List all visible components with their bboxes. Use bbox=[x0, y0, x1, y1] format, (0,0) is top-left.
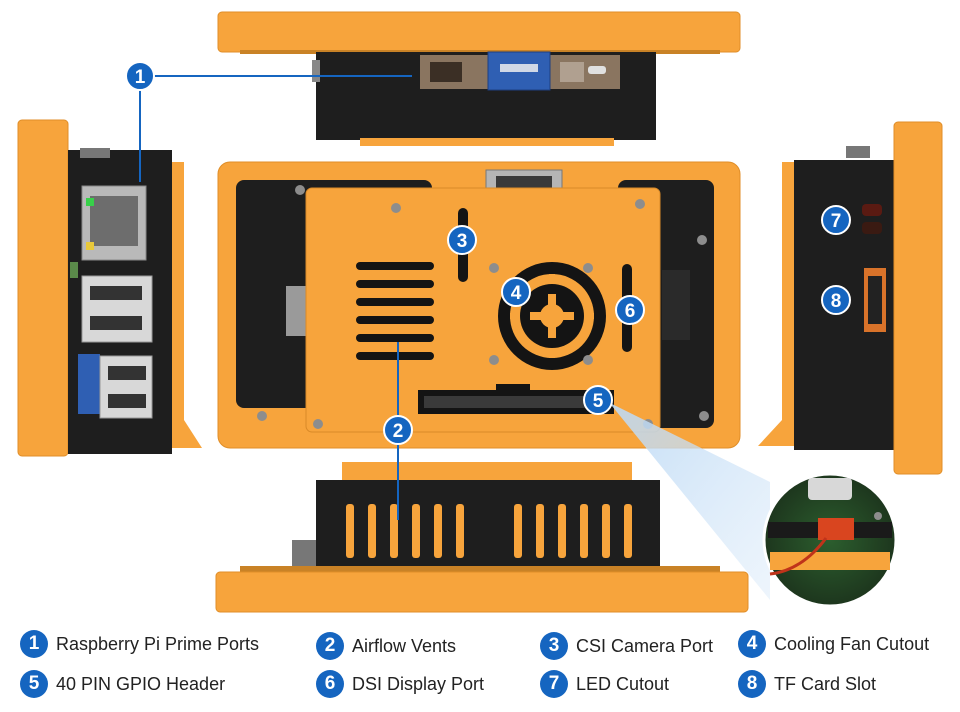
top-view bbox=[217, 11, 741, 146]
legend-label: LED Cutout bbox=[576, 673, 670, 694]
svg-text:5: 5 bbox=[593, 391, 604, 412]
legend: 1 Raspberry Pi Prime Ports 2 Airflow Ven… bbox=[0, 620, 960, 712]
legend-label: CSI Camera Port bbox=[576, 635, 714, 656]
marker-8: 8 bbox=[821, 285, 851, 315]
legend-item-cooling-fan-cutout: 4 Cooling Fan Cutout bbox=[738, 630, 929, 658]
legend-badge: 6 bbox=[316, 670, 344, 698]
marker-3: 3 bbox=[447, 225, 477, 255]
product-diagram: 1 2 3 4 5 6 7 8 bbox=[17, 11, 943, 613]
legend-item-gpio-header: 5 40 PIN GPIO Header bbox=[20, 670, 225, 698]
legend-label: Airflow Vents bbox=[352, 635, 457, 656]
marker-5: 5 bbox=[583, 385, 613, 415]
legend-badge: 3 bbox=[540, 632, 568, 660]
marker-7: 7 bbox=[821, 205, 851, 235]
legend-badge: 1 bbox=[20, 630, 48, 658]
legend-badge: 2 bbox=[316, 632, 344, 660]
legend-badge: 7 bbox=[540, 670, 568, 698]
callout-lines bbox=[139, 75, 412, 520]
legend-item-airflow-vents: 2 Airflow Vents bbox=[316, 632, 456, 660]
marker-4: 4 bbox=[501, 277, 531, 307]
legend-badge: 5 bbox=[20, 670, 48, 698]
fan-connector-zoom bbox=[612, 404, 898, 608]
marker-6: 6 bbox=[615, 295, 645, 325]
legend-badge: 4 bbox=[738, 630, 766, 658]
svg-text:7: 7 bbox=[831, 211, 842, 232]
svg-text:8: 8 bbox=[831, 291, 842, 312]
legend-label: TF Card Slot bbox=[774, 673, 877, 694]
svg-text:3: 3 bbox=[457, 231, 468, 252]
legend-label: Raspberry Pi Prime Ports bbox=[56, 633, 260, 654]
legend-label: DSI Display Port bbox=[352, 673, 485, 694]
svg-text:2: 2 bbox=[393, 421, 404, 442]
legend-item-dsi-display-port: 6 DSI Display Port bbox=[316, 670, 484, 698]
legend-label: Cooling Fan Cutout bbox=[774, 633, 930, 654]
legend-label: 40 PIN GPIO Header bbox=[56, 673, 226, 694]
left-view bbox=[17, 119, 202, 457]
marker-2: 2 bbox=[383, 415, 413, 445]
legend-item-csi-camera-port: 3 CSI Camera Port bbox=[540, 632, 713, 660]
legend-item-led-cutout: 7 LED Cutout bbox=[540, 670, 669, 698]
svg-text:6: 6 bbox=[625, 301, 636, 322]
svg-text:1: 1 bbox=[135, 67, 146, 88]
legend-item-tf-card-slot: 8 TF Card Slot bbox=[738, 670, 876, 698]
legend-item-prime-ports: 1 Raspberry Pi Prime Ports bbox=[20, 630, 259, 658]
bottom-view bbox=[215, 462, 749, 613]
center-view bbox=[217, 161, 741, 449]
marker-1: 1 bbox=[125, 61, 155, 91]
legend-badge: 8 bbox=[738, 670, 766, 698]
svg-text:4: 4 bbox=[511, 283, 522, 304]
